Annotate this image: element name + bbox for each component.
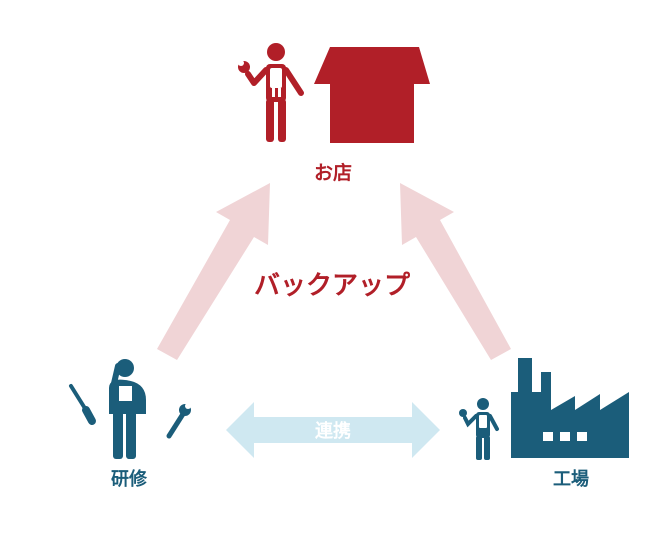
cooperation-label: 連携 bbox=[315, 420, 351, 442]
screwdriver-icon bbox=[69, 384, 96, 425]
backup-label: バックアップ bbox=[254, 271, 411, 301]
factory-mechanic-icon bbox=[459, 398, 499, 460]
shop-label: お店 bbox=[314, 161, 352, 184]
cooperation-arrow bbox=[226, 402, 440, 458]
backup-arrow-right bbox=[400, 183, 511, 360]
backup-arrow-left bbox=[157, 183, 270, 360]
shop-icon bbox=[314, 47, 430, 143]
factory-icon bbox=[511, 358, 629, 458]
training-label: 研修 bbox=[111, 468, 148, 490]
wrench-icon bbox=[166, 403, 191, 439]
thinking-person-icon bbox=[109, 359, 146, 459]
shop-mechanic-icon bbox=[238, 43, 304, 142]
factory-label: 工場 bbox=[553, 469, 589, 490]
